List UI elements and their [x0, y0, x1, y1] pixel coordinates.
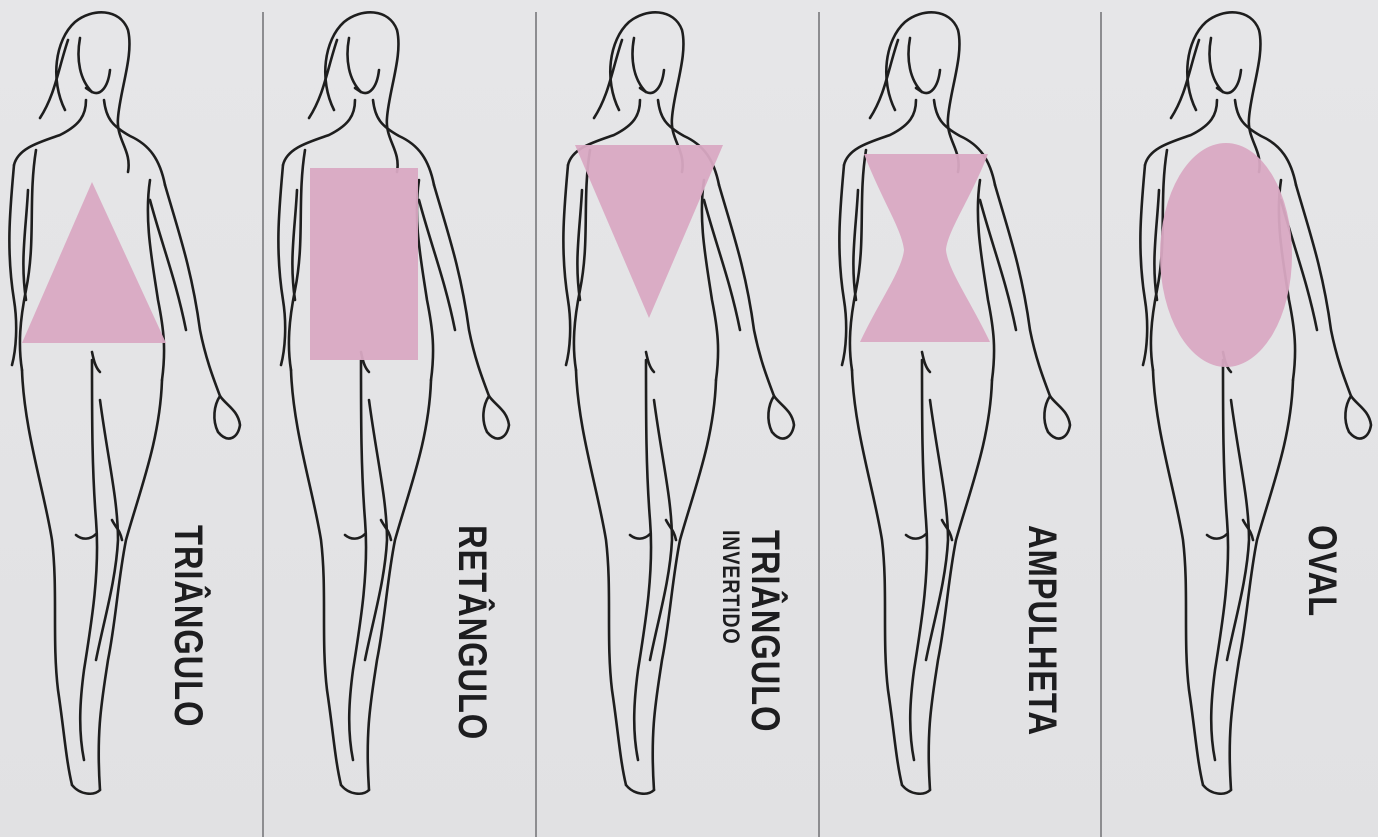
inverted-triangle-shape — [575, 145, 723, 318]
outline-stroke-9 — [150, 200, 186, 330]
outline-stroke-12 — [148, 180, 164, 380]
outline-stroke-13 — [1153, 370, 1203, 785]
outline-stroke-18 — [906, 534, 926, 539]
outline-stroke-3 — [86, 88, 92, 92]
outline-stroke-8 — [995, 185, 1050, 396]
outline-stroke-2 — [909, 38, 941, 93]
outline-stroke-8 — [719, 185, 774, 396]
outline-stroke-14 — [634, 360, 651, 760]
outline-stroke-10 — [1044, 396, 1070, 438]
outline-stroke-10 — [214, 396, 240, 438]
outline-stroke-2 — [79, 38, 111, 93]
outline-stroke-15 — [653, 380, 716, 790]
outline-stroke-17 — [1203, 785, 1231, 794]
outline-stroke-8 — [165, 185, 220, 396]
outline-stroke-17 — [72, 785, 100, 794]
outline-stroke-10 — [768, 396, 794, 438]
outline-stroke-3 — [916, 88, 922, 92]
panel-hourglass: AMPULHETA — [820, 0, 1100, 837]
outline-stroke-12 — [702, 180, 718, 380]
panel-triangle: TRIÂNGULO — [0, 0, 262, 837]
outline-stroke-18 — [76, 534, 96, 539]
outline-stroke-10 — [483, 396, 509, 438]
outline-stroke-17 — [902, 785, 930, 794]
label-inverted-triangle: TRIÂNGULO INVERTIDO — [718, 530, 785, 777]
outline-stroke-13 — [22, 370, 72, 785]
outline-stroke-8 — [1296, 185, 1351, 396]
outline-stroke-6 — [1140, 165, 1147, 365]
outline-stroke-4 — [283, 100, 355, 165]
outline-stroke-14 — [80, 360, 97, 760]
outline-stroke-5 — [104, 100, 165, 185]
outline-stroke-18 — [1207, 534, 1227, 539]
label-oval: OVAL — [1302, 525, 1342, 637]
figure-triangle — [0, 0, 262, 837]
outline-stroke-18 — [345, 534, 365, 539]
outline-stroke-14 — [1211, 360, 1228, 760]
outline-stroke-6 — [278, 165, 285, 365]
outline-stroke-2 — [1210, 38, 1242, 93]
rectangle-shape — [310, 168, 418, 360]
outline-stroke-14 — [910, 360, 927, 760]
outline-stroke-15 — [1230, 380, 1293, 790]
outline-stroke-8 — [434, 185, 489, 396]
outline-stroke-3 — [640, 88, 646, 92]
figure-rectangle — [264, 0, 535, 837]
panel-inverted-triangle: TRIÂNGULO INVERTIDO — [537, 0, 818, 837]
outline-stroke-9 — [419, 200, 455, 330]
outline-stroke-9 — [980, 200, 1016, 330]
outline-stroke-12 — [417, 180, 433, 380]
outline-stroke-15 — [368, 380, 431, 790]
oval-shape — [1160, 143, 1292, 367]
outline-stroke-10 — [1345, 396, 1371, 438]
outline-stroke-3 — [355, 88, 361, 92]
outline-stroke-17 — [626, 785, 654, 794]
outline-stroke-13 — [852, 370, 902, 785]
outline-stroke-17 — [341, 785, 369, 794]
outline-stroke-6 — [839, 165, 846, 365]
outline-stroke-2 — [348, 38, 380, 93]
label-rectangle: RETÂNGULO — [452, 525, 492, 787]
label-triangle: TRIÂNGULO — [168, 525, 208, 772]
outline-stroke-2 — [633, 38, 665, 93]
panel-oval: OVAL — [1102, 0, 1378, 837]
outline-stroke-18 — [630, 534, 650, 539]
outline-stroke-3 — [1217, 88, 1223, 92]
label-hourglass: AMPULHETA — [1022, 525, 1062, 782]
outline-stroke-15 — [99, 380, 162, 790]
panel-rectangle: RETÂNGULO — [264, 0, 535, 837]
outline-stroke-6 — [9, 165, 16, 365]
woman-outline — [1140, 12, 1371, 793]
outline-stroke-12 — [978, 180, 994, 380]
outline-stroke-9 — [704, 200, 740, 330]
outline-stroke-4 — [14, 100, 86, 165]
outline-stroke-6 — [563, 165, 570, 365]
hourglass-shape — [860, 154, 990, 342]
outline-stroke-15 — [929, 380, 992, 790]
triangle-shape — [22, 182, 166, 343]
outline-stroke-14 — [349, 360, 366, 760]
outline-stroke-13 — [291, 370, 341, 785]
outline-stroke-13 — [576, 370, 626, 785]
figure-oval — [1102, 0, 1378, 837]
